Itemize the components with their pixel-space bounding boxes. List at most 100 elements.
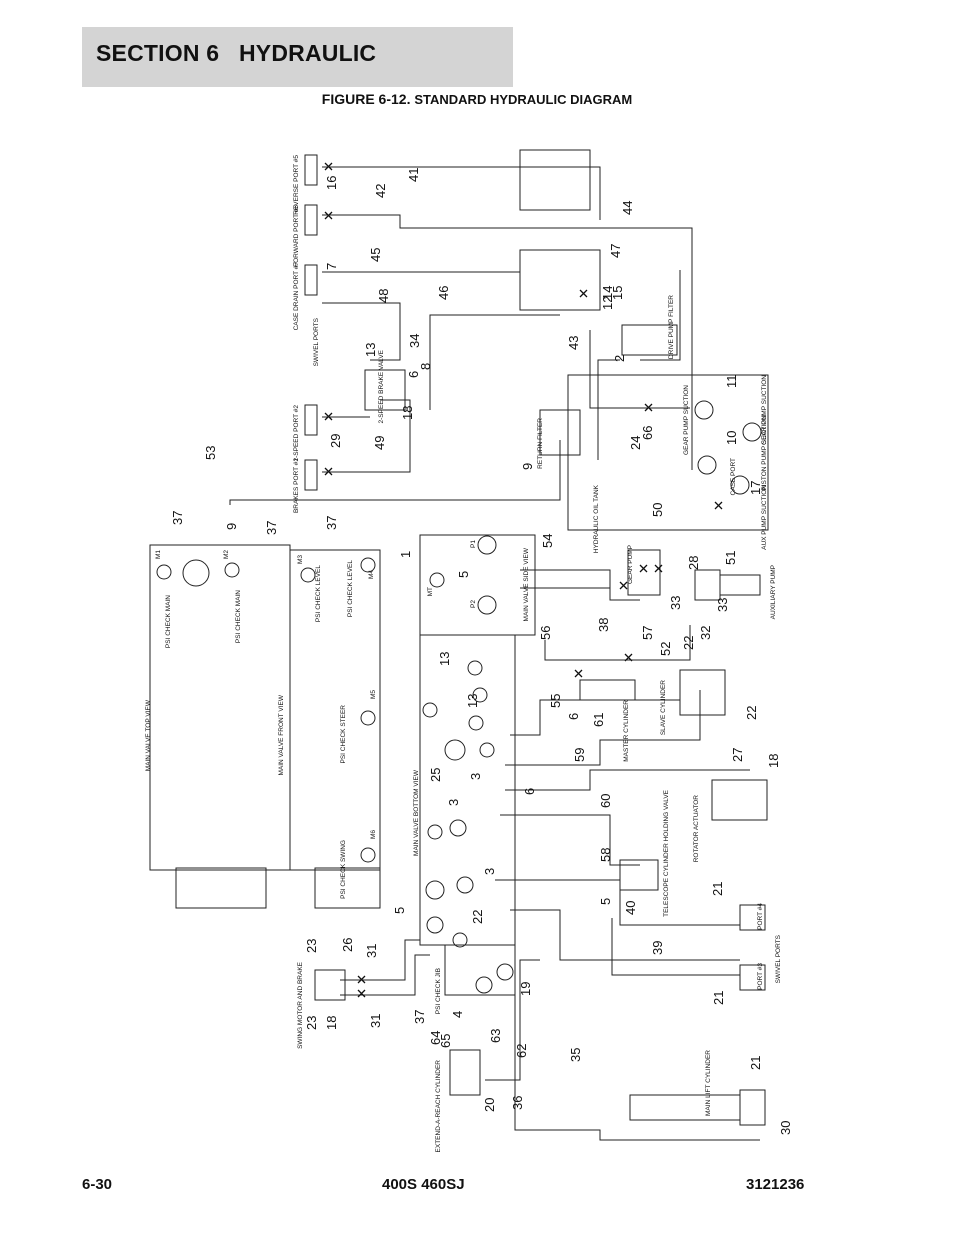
hose-line: [544, 625, 691, 661]
label-m3: M3: [297, 555, 304, 564]
mt-port: [429, 572, 445, 588]
hose-line: [485, 959, 540, 1081]
case-port: [697, 455, 717, 475]
x-marker: [619, 581, 628, 590]
callout-number: 55: [548, 694, 563, 708]
label-psi-check-jib: PSI CHECK JIB: [435, 968, 442, 1014]
valve-port-4: [472, 687, 488, 703]
callout-number: 37: [412, 1010, 427, 1024]
main-valve-bottom-section: [444, 944, 516, 996]
callout-number: 6: [406, 371, 421, 378]
callout-number: 23: [304, 1016, 319, 1030]
extend-a-reach-body: [449, 1049, 481, 1096]
main-valve-top-view-block: [149, 544, 291, 871]
callout-number: 51: [723, 551, 738, 565]
callout-number: 3: [482, 868, 497, 875]
callout-number: 47: [608, 244, 623, 258]
figure-label: FIGURE 6-12.: [321, 91, 411, 107]
port-circles: [156, 400, 762, 994]
hose-line: [322, 399, 411, 473]
label-gear-pump-suction-a: GEAR PUMP SUCTION: [683, 385, 690, 455]
label-master-cylinder: MASTER CYLINDER: [623, 700, 630, 762]
auxiliary-pump-motor: [719, 574, 761, 596]
hydraulic-oil-tank: [567, 374, 769, 531]
valve-port-1: [449, 819, 467, 837]
label-telescope-holding-valve: TELESCOPE CYLINDER HOLDING VALVE: [663, 789, 670, 917]
hose-line: [500, 814, 640, 866]
hose-line: [340, 939, 420, 981]
callout-number: 37: [264, 521, 279, 535]
label-swivel-ports-bottom: SWIVEL PORTS: [775, 934, 782, 983]
valve-port-12: [426, 916, 444, 934]
callout-number: 42: [373, 184, 388, 198]
auxiliary-pump-body: [694, 569, 721, 601]
callout-number: 59: [572, 748, 587, 762]
x-marker: [644, 403, 653, 412]
label-m1: M1: [155, 550, 162, 559]
hose-line: [322, 302, 401, 361]
hose-line: [611, 918, 740, 976]
label-gear-pump-suction-b: GEAR PUMP SUCTION: [761, 375, 768, 445]
brakes-port-block: [304, 459, 318, 491]
label-m4: M4: [368, 570, 375, 579]
main-relief-port: [182, 559, 210, 587]
drive-motor-body: [519, 149, 591, 211]
callout-number: 35: [568, 1048, 583, 1062]
callout-number: 22: [681, 636, 696, 650]
callout-number: 44: [620, 201, 635, 215]
m6-port: [360, 847, 376, 863]
figure-caption: STANDARD HYDRAULIC DIAGRAM: [414, 92, 633, 107]
main-lift-cylinder-head: [739, 1089, 766, 1126]
callout-number: 63: [488, 1029, 503, 1043]
label-swing-motor-and-brake: SWING MOTOR AND BRAKE: [297, 961, 304, 1049]
callout-number: 33: [668, 596, 683, 610]
x-marker: [639, 564, 648, 573]
valve-port-6: [422, 702, 438, 718]
port-4-block: [739, 904, 766, 931]
label-reverse: REVERSE PORT #5: [293, 155, 300, 215]
m3-port: [300, 567, 316, 583]
callout-number: 38: [596, 618, 611, 632]
x-markers: [324, 162, 723, 998]
callout-number: 14: [600, 286, 615, 300]
page-number: 6-30: [82, 1176, 113, 1193]
label-main-lift-cylinder: MAIN LIFT CYLINDER: [705, 1050, 712, 1116]
callout-number: 10: [724, 431, 739, 445]
callout-number: 5: [456, 571, 471, 578]
drive-pump-body: [519, 249, 601, 311]
callout-number: 8: [418, 363, 433, 370]
label-mt: MT: [427, 587, 434, 596]
callout-number: 21: [748, 1056, 763, 1070]
callout-number: 13: [465, 694, 480, 708]
callout-number: 18: [766, 754, 781, 768]
callout-number: 53: [203, 446, 218, 460]
callout-number: 34: [407, 334, 422, 348]
p1-port: [477, 535, 497, 555]
hose-line: [520, 569, 640, 601]
callout-number: 66: [640, 426, 655, 440]
callout-number: 39: [650, 941, 665, 955]
swing-motor-body: [314, 969, 346, 1001]
slave-cylinder-body: [679, 669, 726, 716]
label-case-drain: CASE DRAIN PORT #7: [293, 262, 300, 331]
label-m2: M2: [223, 550, 230, 559]
callout-number: 28: [686, 556, 701, 570]
label-p1: P1: [470, 540, 477, 548]
x-marker: [357, 975, 366, 984]
label-psi-check-level-1: PSI CHECK LEVEL: [315, 565, 322, 622]
callout-number: 61: [591, 713, 606, 727]
model-number: 400S 460SJ: [382, 1176, 465, 1193]
m4-port: [360, 557, 376, 573]
x-marker: [579, 289, 588, 298]
callout-number: 12: [600, 296, 615, 310]
component-outlines: [149, 149, 769, 1126]
m1-port: [156, 564, 172, 580]
x-marker: [324, 467, 333, 476]
x-marker: [324, 412, 333, 421]
x-marker: [624, 653, 633, 662]
x-marker: [357, 989, 366, 998]
hose-line: [340, 954, 430, 996]
section-title: SECTION 6 HYDRAULIC: [96, 40, 377, 66]
